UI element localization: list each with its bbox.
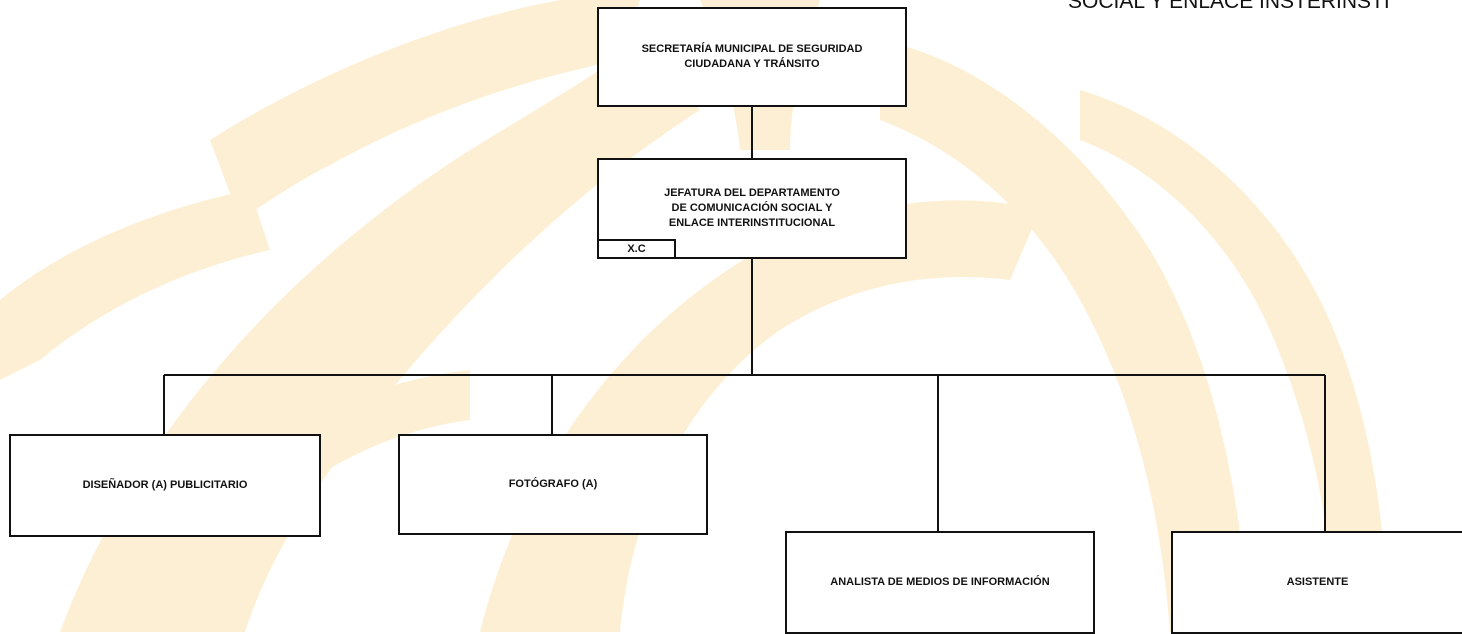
org-box-label: DISEÑADOR (A) PUBLICITARIO bbox=[82, 479, 248, 491]
xc-tag: X.C bbox=[597, 239, 676, 259]
org-box-label: JEFATURA DEL DEPARTAMENTO DE COMUNICACIÓ… bbox=[664, 187, 840, 229]
org-box-asistente: ASISTENTE bbox=[1171, 531, 1462, 634]
org-box-disenador: DISEÑADOR (A) PUBLICITARIO bbox=[9, 434, 321, 537]
org-box-analista: ANALISTA DE MEDIOS DE INFORMACIÓN bbox=[785, 531, 1095, 634]
org-box-label: SECRETARÍA MUNICIPAL DE SEGURIDAD CIUDAD… bbox=[641, 43, 863, 70]
org-box-label: FOTÓGRAFO (A) bbox=[508, 478, 598, 490]
org-box-jefatura: JEFATURA DEL DEPARTAMENTO DE COMUNICACIÓ… bbox=[597, 158, 907, 259]
org-box-label: ANALISTA DE MEDIOS DE INFORMACIÓN bbox=[830, 576, 1050, 588]
org-box-secretaria: SECRETARÍA MUNICIPAL DE SEGURIDAD CIUDAD… bbox=[597, 7, 907, 107]
org-box-label: ASISTENTE bbox=[1286, 576, 1349, 588]
org-box-fotografo: FOTÓGRAFO (A) bbox=[398, 434, 708, 535]
header-title-fragment: SOCIAL Y ENLACE INSTERINSTI bbox=[1068, 0, 1390, 13]
